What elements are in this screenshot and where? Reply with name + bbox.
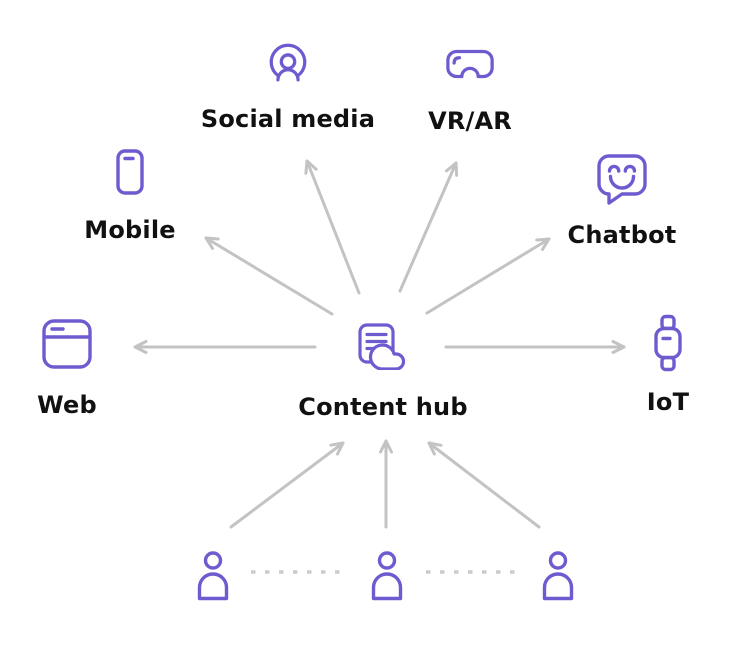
node-label-content-hub: Content hub (298, 393, 468, 421)
vr-headset-icon (446, 49, 494, 80)
node-label-social-media: Social media (200, 105, 376, 133)
node-user-1 (103, 550, 323, 602)
person-in-circle-icon (269, 43, 307, 82)
node-web: Web (0, 318, 177, 420)
arrow-hub-to-social (304, 159, 361, 295)
node-content-hub: Content hub (273, 322, 493, 422)
arrow-user3-to-hub (427, 441, 541, 529)
document-cloud-icon (358, 323, 406, 370)
user-icon (197, 551, 229, 601)
node-label-iot: IoT (646, 388, 690, 416)
node-iot: IoT (558, 314, 750, 417)
chat-bubble-smiley-icon (597, 154, 647, 205)
smartphone-icon (116, 149, 144, 195)
node-social-media: Social media (178, 41, 398, 134)
arrow-hub-to-vrar (398, 161, 459, 293)
node-user-3 (448, 550, 668, 602)
node-mobile: Mobile (20, 148, 240, 245)
node-chatbot: Chatbot (512, 153, 732, 250)
arrow-hub-to-chatbot (425, 237, 551, 315)
arrow-user1-to-hub (229, 441, 345, 529)
node-label-web: Web (37, 391, 97, 419)
node-user-2 (277, 550, 497, 602)
node-vr-ar: VR/AR (360, 48, 580, 136)
user-icon (542, 551, 574, 601)
node-label-chatbot: Chatbot (567, 221, 677, 249)
node-label-mobile: Mobile (84, 216, 176, 244)
browser-window-icon (42, 319, 92, 369)
user-icon (371, 551, 403, 601)
arrow-hub-to-mobile (204, 236, 334, 316)
node-label-vr-ar: VR/AR (428, 107, 512, 135)
smartwatch-icon (654, 314, 682, 372)
